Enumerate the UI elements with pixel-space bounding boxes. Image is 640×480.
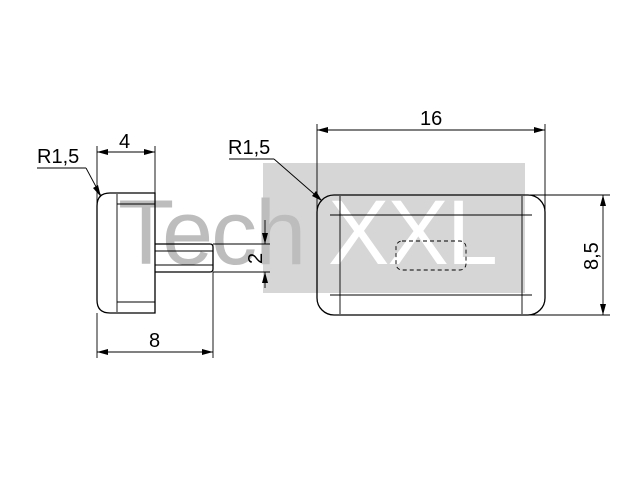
side-radius-arrow [93, 185, 101, 197]
front-view: 16 R1,5 8,5 [228, 108, 610, 316]
front-radius-arrow [312, 191, 322, 201]
watermark-text-tech: Tech [118, 182, 304, 284]
dim-85-arrow-top [600, 195, 606, 206]
dim-8-label: 8 [149, 330, 160, 352]
watermark-box [263, 163, 525, 293]
side-view: 4 R1,5 2 8 [37, 131, 270, 358]
dim-2-label: 2 [245, 253, 267, 264]
front-outline [316, 194, 546, 316]
dim-4-label: 4 [119, 131, 130, 153]
dim-8-arrow-right [202, 349, 213, 355]
front-radius-leader [273, 158, 322, 201]
side-head-outline [96, 192, 156, 314]
watermark: Tech XXL [118, 163, 525, 293]
front-hidden-pin-slot [395, 240, 467, 271]
dim-16-arrow-left [317, 127, 328, 133]
dim-85-arrow-bottom [600, 304, 606, 315]
dim-16-arrow-right [534, 127, 545, 133]
dim-16-label: 16 [420, 108, 442, 130]
dim-2-arrow-bottom [262, 272, 268, 283]
watermark-text-xxl: XXL [328, 182, 496, 284]
front-radius-label: R1,5 [228, 137, 270, 159]
dim-4-arrow-right [144, 149, 155, 155]
dim-85-label: 8,5 [581, 242, 603, 270]
dim-2-arrow-top [262, 233, 268, 244]
dim-4-arrow-left [97, 149, 108, 155]
side-pin-outline [155, 243, 214, 273]
dim-8-arrow-left [97, 349, 108, 355]
side-radius-label: R1,5 [37, 146, 79, 168]
